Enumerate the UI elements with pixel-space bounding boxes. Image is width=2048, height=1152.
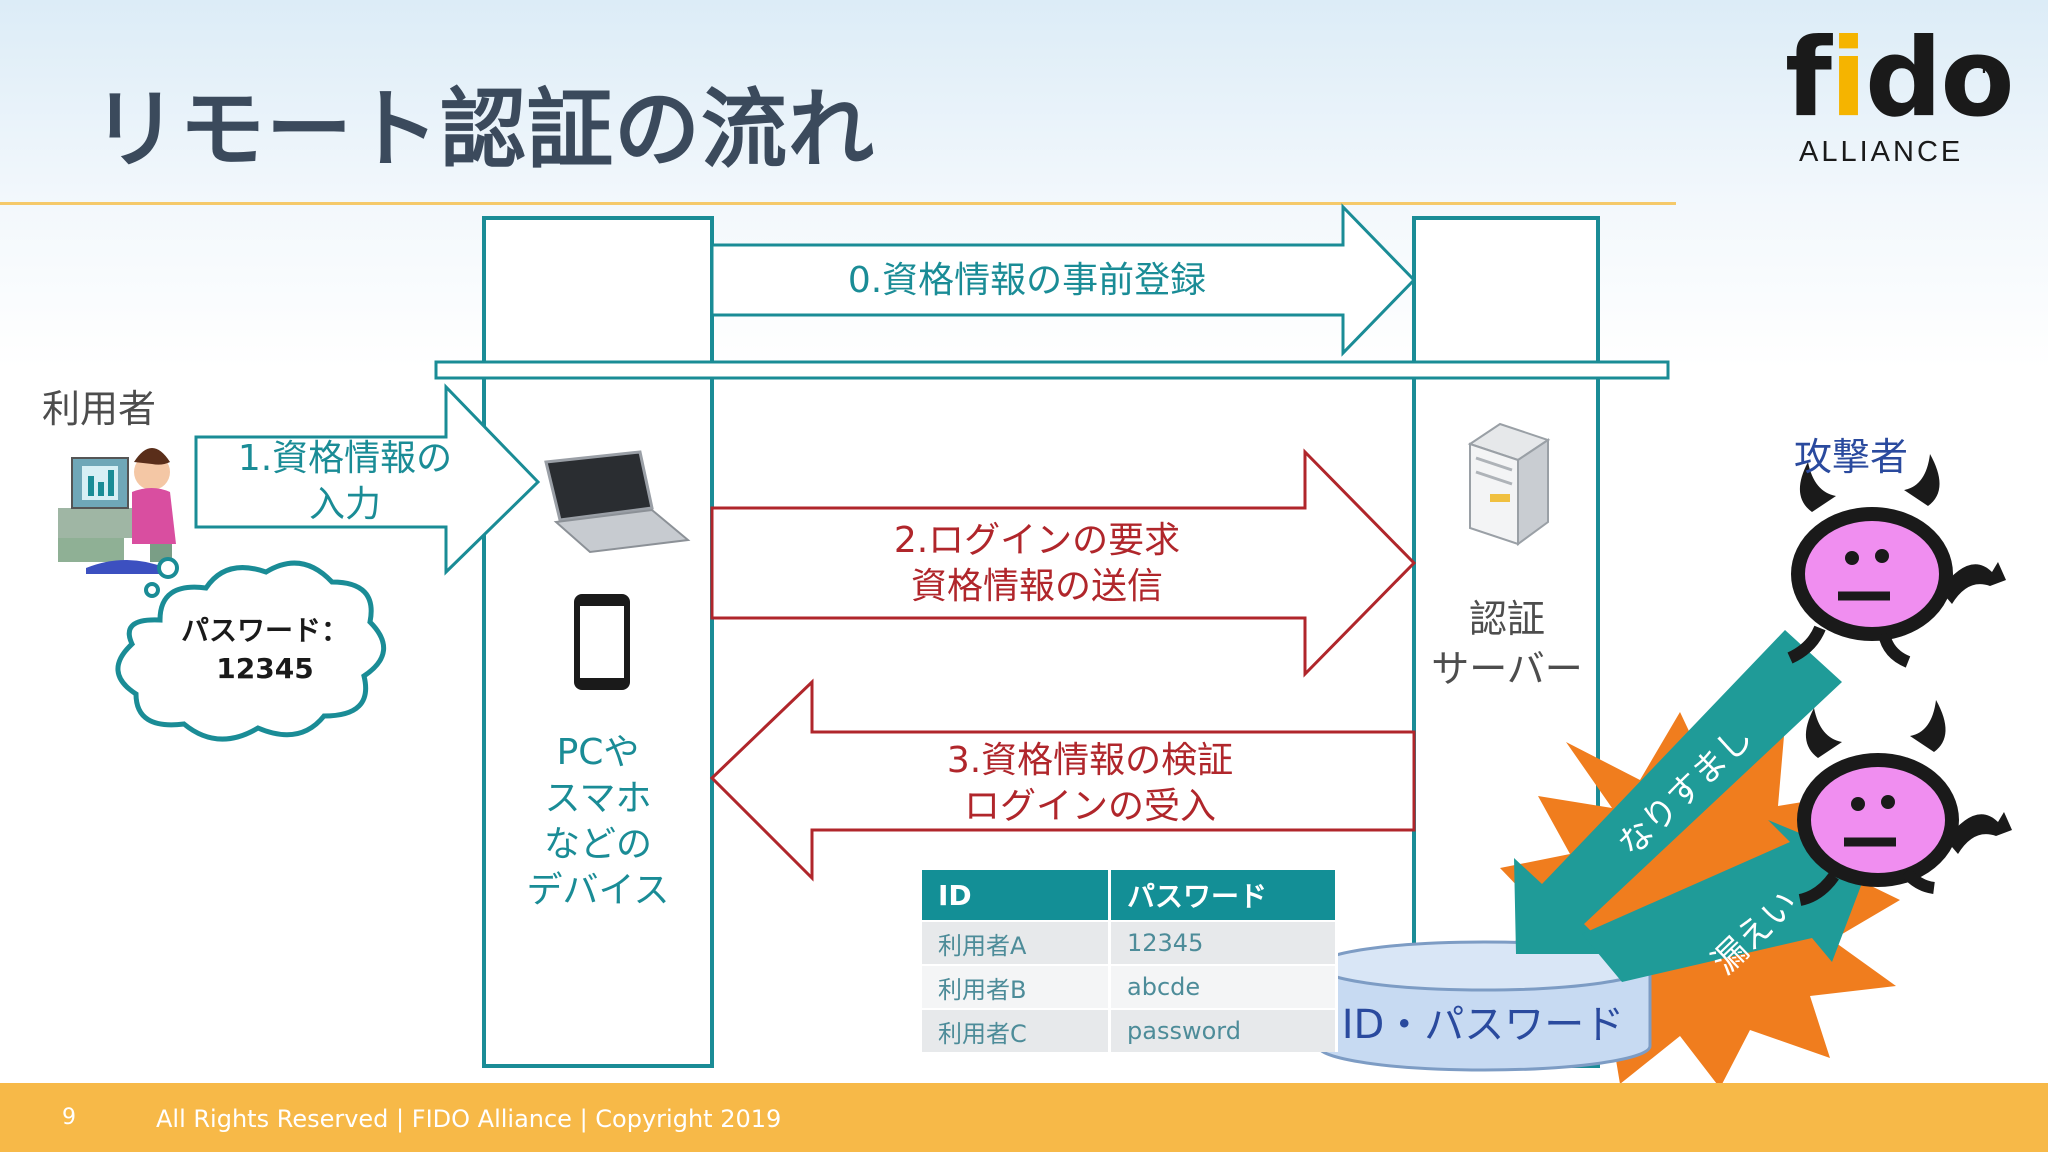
step3-label-line1: 3.資格情報の検証 [946,740,1234,781]
device-label-line2: スマホ [544,778,652,819]
leak-arrow [1582,820,1870,982]
step1-label: 1.資格情報の 入力 [200,436,490,528]
step3-arrow [709,678,1416,882]
cloud-password-text: パスワード： 12345 [150,612,380,688]
step1-label-line2: 入力 [308,484,381,525]
attacker-devil-icon [1787,454,2006,668]
step2-arrow [710,448,1417,678]
server-label-line1: 認証 [1468,597,1545,641]
cloud-line1: パスワード： [180,614,349,647]
smartphone-icon [574,594,630,690]
step3-label-line2: ログインの受入 [963,786,1216,827]
step2-label-line2: 資格情報の送信 [910,566,1163,607]
step3-label: 3.資格情報の検証 ログインの受入 [790,738,1390,830]
table-cell-id: 利用者C [922,1008,1111,1052]
table-row: 利用者B abcde [922,964,1338,1009]
table-row: 利用者A 12345 [922,920,1338,965]
impersonation-arrow [1514,630,1842,954]
server-icon [1467,422,1551,546]
step0-label: 0.資格情報の事前登録 [847,260,1207,301]
table-cell-id: 利用者B [922,964,1111,1009]
password-thought-cloud [115,557,387,742]
title-divider [0,202,1676,205]
copyright-text: All Rights Reserved | FIDO Alliance | Co… [156,1105,782,1133]
server-label-line2: サーバー [1431,647,1583,691]
slide-title: リモート認証の流れ [92,80,875,180]
user-label: 利用者 [42,387,157,431]
database-label: ID・パスワード [1341,1002,1625,1048]
step0-arrow [710,203,1417,357]
device-label-line4: デバイス [526,870,670,911]
table-header-password: パスワード [1109,870,1338,921]
footer-bar: 9 All Rights Reserved | FIDO Alliance | … [0,1083,2048,1152]
trademark-mark: TM [1979,62,2000,76]
cloud-line2: 12345 [216,652,314,685]
step2-label: 2.ログインの要求 資格情報の送信 [712,518,1362,610]
fido-wordmark: fido [1785,16,2015,141]
table-cell-password: password [1109,1008,1338,1052]
fido-logo: fido TM ALLIANCE [1785,16,2015,170]
attacker-label: 攻撃者 [1794,435,1909,479]
table-row: 利用者C password [922,1008,1338,1052]
laptop-icon [544,450,691,554]
step1-label-line1: 1.資格情報の [237,438,453,479]
table-cell-password: abcde [1109,964,1338,1009]
attacker-devil-icon-2 [1797,700,2012,906]
step2-label-line1: 2.ログインの要求 [893,520,1181,561]
page-number: 9 [62,1105,76,1130]
server-label: 認証 サーバー [1414,594,1600,694]
user-at-computer-icon [58,448,176,574]
table-header-id: ID [922,870,1111,921]
registration-band [434,360,1670,380]
device-label-line3: などの [543,824,652,865]
device-label: PCや スマホ などの デバイス [500,730,696,914]
table-header-row: ID パスワード [922,870,1338,921]
device-label-line1: PCや [556,732,640,773]
table-cell-id: 利用者A [922,920,1111,965]
table-cell-password: 12345 [1109,920,1338,965]
alliance-wordmark: ALLIANCE [1799,136,1964,168]
credential-table: ID パスワード 利用者A 12345 利用者B abcde 利用者C pass… [922,870,1338,1052]
step1-arrow [194,383,541,576]
